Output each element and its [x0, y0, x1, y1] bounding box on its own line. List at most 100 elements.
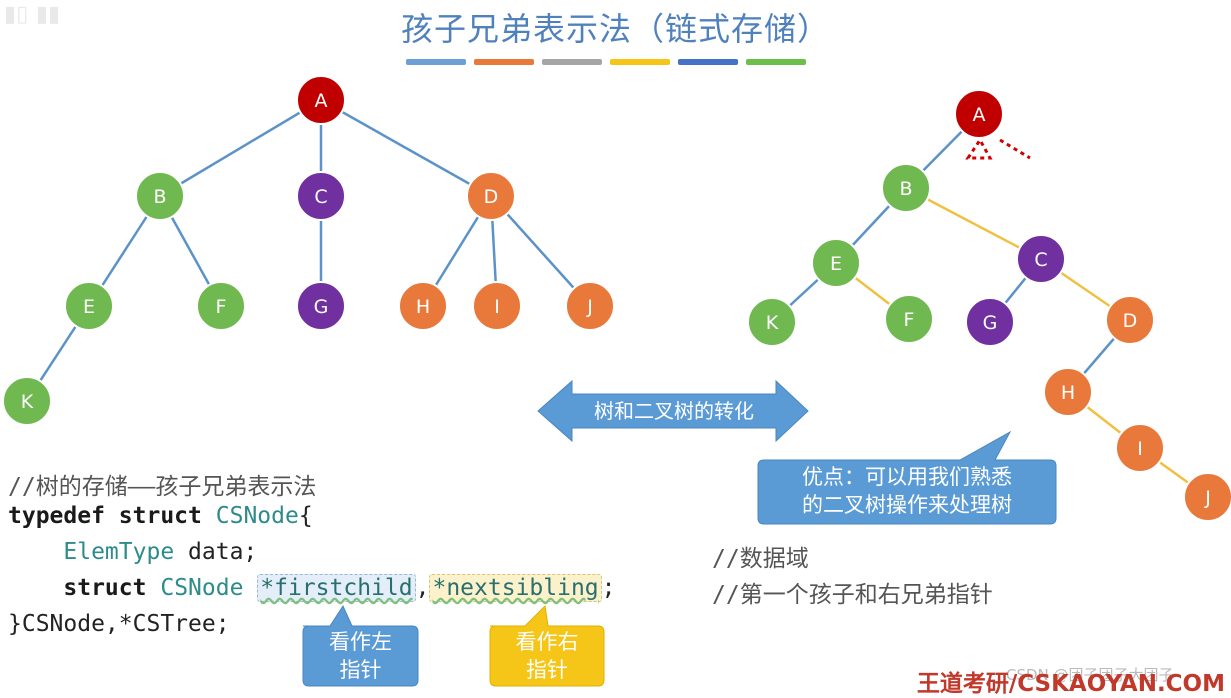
- color-bar-6: [746, 59, 806, 65]
- left-node-K-circle: [2, 376, 52, 426]
- right-node-A-circle: [954, 89, 1004, 139]
- field-nextsibling: *nextsibling: [429, 574, 602, 602]
- left-node-H: H: [398, 281, 448, 331]
- right-node-D-circle: [1105, 295, 1155, 345]
- pen-annotation: [965, 137, 1031, 160]
- right-node-C: C: [1016, 234, 1066, 284]
- right-node-F: F: [884, 294, 934, 344]
- code-line-typedef: typedef struct CSNode{: [8, 503, 313, 529]
- nextsibling-text: *nextsibling: [432, 575, 599, 601]
- left-node-G: G: [296, 281, 346, 331]
- right-edge-B-C: [905, 186, 1042, 261]
- right-node-G-label: G: [983, 312, 998, 334]
- left-node-A-circle: [296, 75, 346, 125]
- code-comment-title: //树的存储——孩子兄弟表示法: [8, 474, 317, 500]
- open-brace: {: [298, 503, 313, 529]
- left-node-H-label: H: [416, 296, 430, 318]
- left-node-I-label: I: [494, 296, 500, 318]
- left-ptr-callout: 看作左 指针: [303, 628, 418, 684]
- right-node-K-circle: [747, 297, 797, 347]
- code-line-closing: }CSNode,*CSTree;: [8, 611, 230, 637]
- right-node-H: H: [1043, 367, 1093, 417]
- right-node-J-label: J: [1204, 487, 1211, 509]
- right-node-F-circle: [884, 294, 934, 344]
- left-node-I-circle: [472, 281, 522, 331]
- right-node-A: A: [954, 89, 1004, 139]
- color-bar-1: [406, 59, 466, 65]
- right-node-K-label: K: [766, 312, 779, 334]
- color-bar-5: [678, 59, 738, 65]
- left-edge-A-D: [320, 98, 492, 198]
- left-node-J-circle: [565, 281, 615, 331]
- left-node-B: B: [135, 171, 185, 221]
- page-title: 孩子兄弟表示法（链式存储）: [400, 10, 830, 48]
- left-ptr-callout-bubble: [302, 604, 419, 687]
- type-csnode: CSNode: [215, 503, 299, 529]
- arrow-label: 树和二叉树的转化: [594, 399, 754, 423]
- right-node-H-label: H: [1061, 382, 1075, 404]
- right-node-B-label: B: [899, 178, 912, 200]
- left-node-K-label: K: [21, 391, 34, 413]
- right-node-I-circle: [1115, 423, 1165, 473]
- left-node-H-circle: [398, 281, 448, 331]
- advantage-line2: 的二叉树操作来处理树: [802, 493, 1012, 517]
- right-node-B: B: [881, 163, 931, 213]
- left-edge-A-B: [159, 98, 322, 198]
- right-node-I: I: [1115, 423, 1165, 473]
- left-ptr-line1: 看作左: [329, 630, 392, 654]
- csdn-watermark: CSDN @团子团子大团子: [1006, 666, 1174, 684]
- right-ptr-callout: 看作右 指针: [490, 628, 604, 684]
- right-node-G: G: [965, 297, 1015, 347]
- code-comment-pointers: //第一个孩子和右兄弟指针: [712, 582, 993, 608]
- kw-typedef: typedef: [8, 503, 105, 529]
- right-node-G-circle: [965, 297, 1015, 347]
- right-node-K: K: [747, 297, 797, 347]
- advantage-callout: 优点：可以用我们熟悉 的二叉树操作来处理树: [758, 463, 1056, 519]
- left-node-J: J: [565, 281, 615, 331]
- right-node-C-circle: [1016, 234, 1066, 284]
- kw-struct: struct: [118, 503, 202, 529]
- footer-brand: 王道考研/CSKAOYAN.COM: [916, 671, 1225, 697]
- color-bar-2: [474, 59, 534, 65]
- right-node-E-circle: [811, 238, 861, 288]
- left-node-G-label: G: [314, 296, 329, 318]
- right-node-B-circle: [881, 163, 931, 213]
- left-node-B-circle: [135, 171, 185, 221]
- left-node-F: F: [196, 281, 246, 331]
- left-node-F-label: F: [216, 296, 227, 318]
- right-ptr-callout-bubble: [489, 604, 605, 687]
- code-comment-data: //数据域: [712, 546, 809, 572]
- firstchild-text: *firstchild: [260, 575, 413, 601]
- left-node-B-label: B: [153, 186, 166, 208]
- left-node-G-circle: [296, 281, 346, 331]
- right-node-H-circle: [1043, 367, 1093, 417]
- right-node-E: E: [811, 238, 861, 288]
- left-node-F-circle: [196, 281, 246, 331]
- kw-struct-2: struct: [63, 575, 147, 601]
- left-node-K: K: [2, 376, 52, 426]
- right-node-E-label: E: [830, 253, 842, 275]
- color-bar-3: [542, 59, 602, 65]
- left-node-D-label: D: [484, 186, 499, 208]
- left-node-C-label: C: [314, 186, 327, 208]
- left-node-E-circle: [64, 281, 114, 331]
- left-node-D: D: [466, 171, 516, 221]
- advantage-line1: 优点：可以用我们熟悉: [802, 465, 1012, 489]
- code-line-pointers: struct CSNode *firstchild,*nextsibling;: [8, 574, 616, 602]
- type-csnode-2: CSNode: [160, 575, 244, 601]
- right-ptr-line1: 看作右: [515, 630, 579, 654]
- right-ptr-line2: 指针: [526, 658, 568, 682]
- left-node-J-label: J: [586, 296, 593, 318]
- right-node-D-label: D: [1123, 310, 1138, 332]
- right-node-J: J: [1183, 472, 1231, 522]
- comma: ,: [415, 575, 430, 601]
- semicolon: ;: [601, 575, 616, 601]
- logo-watermark: ▮▯ ▮▮: [4, 2, 61, 27]
- field-data: data;: [188, 539, 258, 565]
- field-firstchild: *firstchild: [257, 574, 416, 602]
- left-node-A-label: A: [315, 90, 328, 112]
- right-node-C-label: C: [1034, 249, 1047, 271]
- color-bar-4: [610, 59, 670, 65]
- right-node-I-label: I: [1137, 438, 1143, 460]
